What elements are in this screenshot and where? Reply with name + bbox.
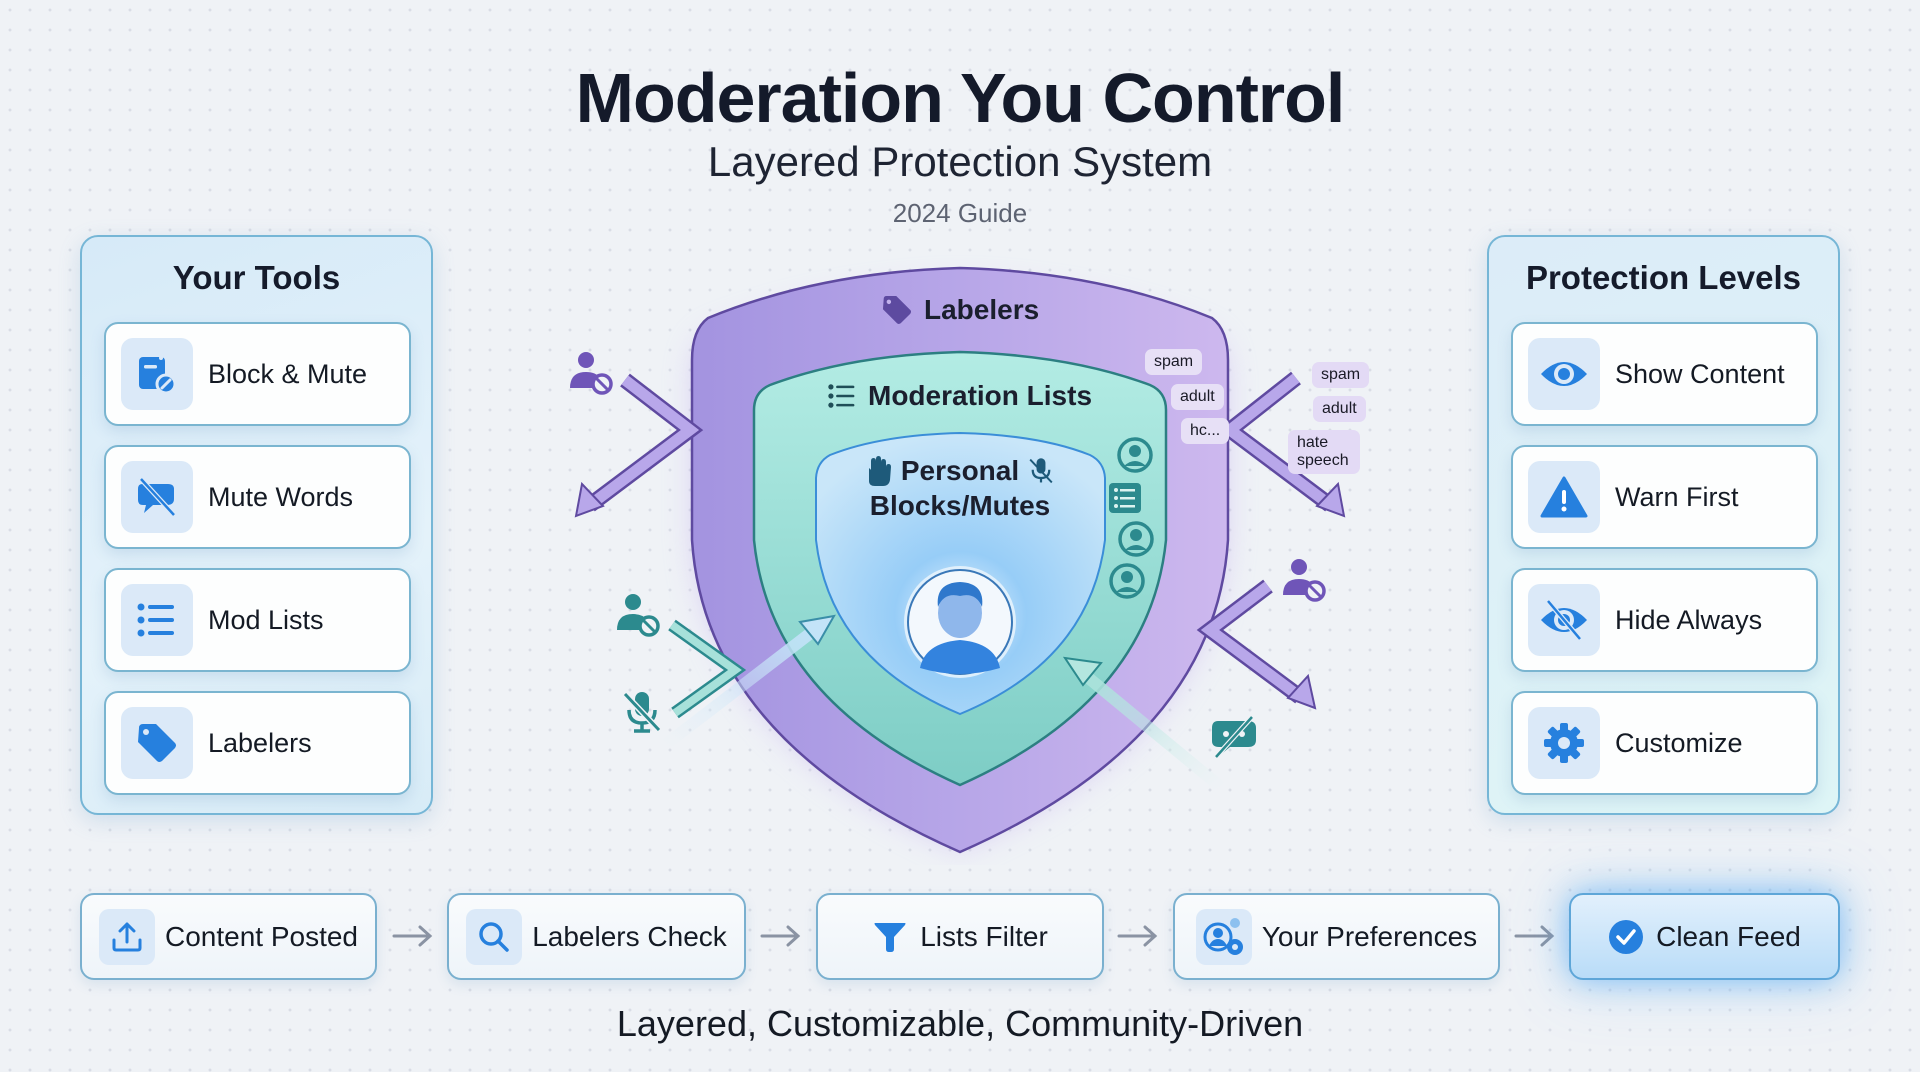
hidden-comment-icon [1210,715,1258,764]
middle-layer-label: Moderation Lists [826,380,1092,412]
level-label: Show Content [1615,358,1785,389]
protection-levels-panel: Protection Levels Show Content Warn Firs… [1487,235,1840,815]
list-icon [828,384,855,408]
list-icon [121,584,193,656]
pipeline-step-lists-filter[interactable]: Lists Filter [816,893,1104,980]
tool-mod-lists[interactable]: Mod Lists [104,568,411,672]
step-label: Content Posted [164,920,359,952]
blocked-user-icon [1281,557,1329,608]
step-label: Your Preferences [1261,920,1478,952]
level-label: Customize [1615,727,1743,758]
filter-icon [874,922,906,952]
flow-arrow-icon [392,925,433,947]
step-label: Clean Feed [1656,920,1801,952]
pipeline-step-clean-feed[interactable]: Clean Feed [1569,893,1840,980]
tag-icon [882,295,912,325]
user-avatar [904,566,1016,678]
level-warn-first[interactable]: Warn First [1511,445,1818,549]
pipeline-step-your-preferences[interactable]: Your Preferences [1173,893,1500,980]
level-hide-always[interactable]: Hide Always [1511,568,1818,672]
tool-label: Mute Words [208,481,354,512]
pipeline-step-labelers-check[interactable]: Labelers Check [447,893,746,980]
label-tag: adult [1171,384,1224,410]
level-label: Warn First [1615,481,1739,512]
label-tag: spam [1145,349,1203,375]
label-tag: adult [1313,396,1366,422]
gear-icon [1528,707,1600,779]
upload-icon [98,908,155,965]
labelers-layer-text: Labelers [924,294,1040,325]
page-title: Moderation You Control [575,59,1346,137]
outer-layer-label: Labelers [880,293,1039,327]
tool-label: Labelers [208,727,312,758]
flow-arrow-icon [760,925,801,947]
block-mute-icon [121,338,193,410]
step-label: Labelers Check [532,920,727,952]
page-subtitle: Layered Protection System [707,138,1213,185]
blocks-mutes-text: Blocks/Mutes [869,490,1051,521]
search-icon [466,908,523,965]
level-show-content[interactable]: Show Content [1511,322,1818,426]
layered-shield-diagram: Labelers Moderation Lists Personal Block… [560,255,1370,865]
tools-panel-title: Your Tools [172,259,341,296]
protection-panel-title: Protection Levels [1525,259,1802,296]
blocked-user-icon [615,592,663,643]
user-settings-icon [1195,908,1252,965]
tool-labelers[interactable]: Labelers [104,691,411,795]
mute-words-icon [121,461,193,533]
tool-mute-words[interactable]: Mute Words [104,445,411,549]
muted-mic-icon [620,690,664,739]
tools-panel: Your Tools Block & Mute Mute Words [80,235,433,815]
label-tag: hate speech [1288,430,1360,474]
guide-label: 2024 Guide [892,198,1028,228]
tag-icon [121,707,193,779]
flow-arrow-icon [1514,925,1555,947]
moderation-lists-layer-text: Moderation Lists [868,380,1093,411]
flow-arrow-icon [1117,925,1158,947]
label-tag: spam [1312,362,1370,388]
pass-through-arrow-right [1081,670,1226,793]
tool-label: Mod Lists [208,604,324,635]
tagline: Layered, Customizable, Community-Driven [616,1003,1304,1044]
muted-mic-icon [1029,457,1053,483]
hand-icon [868,455,891,486]
blocked-user-icon [568,350,616,401]
label-tag: hc... [1181,418,1230,444]
eye-icon [1528,338,1600,410]
inner-layer-label: Personal Blocks/Mutes [845,453,1075,523]
level-label: Hide Always [1615,604,1763,635]
personal-text: Personal [900,455,1020,486]
check-circle-icon [1609,919,1644,954]
pipeline-step-content-posted[interactable]: Content Posted [80,893,377,980]
level-customize[interactable]: Customize [1511,691,1818,795]
pass-through-arrow-left [661,627,816,750]
warning-icon [1528,461,1600,533]
eye-off-icon [1528,584,1600,656]
tool-label: Block & Mute [208,358,368,389]
tool-block-mute[interactable]: Block & Mute [104,322,411,426]
step-label: Lists Filter [920,920,1048,952]
